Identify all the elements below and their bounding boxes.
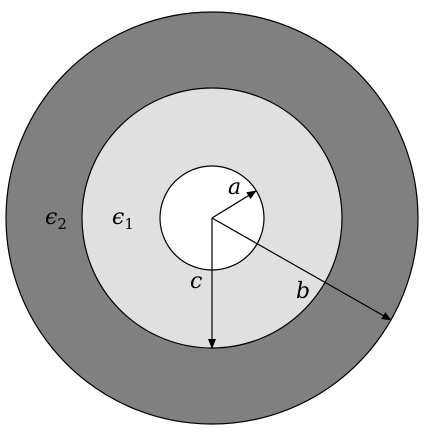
epsilon-2-label: ϵ2	[45, 205, 67, 233]
radius-b-label: b	[296, 279, 310, 304]
epsilon-1-label: ϵ1	[112, 205, 134, 233]
radius-a-arrow	[211, 190, 257, 219]
radius-a-label: a	[228, 175, 241, 200]
radius-b-arrow	[211, 217, 392, 321]
radius-c-label: c	[190, 269, 202, 294]
